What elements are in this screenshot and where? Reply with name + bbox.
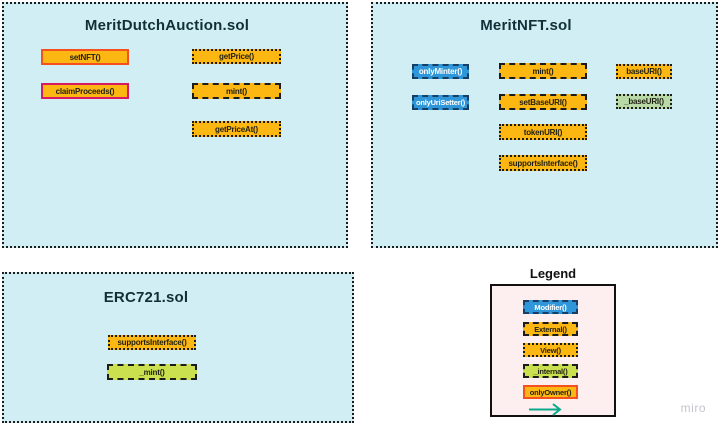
legend-item-internal[interactable]: _internal() <box>523 364 578 378</box>
function-box-getpriceat[interactable]: getPriceAt() <box>192 121 281 137</box>
function-box-internal-mint[interactable]: _mint() <box>107 364 197 380</box>
function-box-supportsinterface-erc721[interactable]: supportsInterface() <box>108 335 196 350</box>
panel-merit-dutch-auction <box>2 2 348 248</box>
function-box-tokenuri[interactable]: tokenURI() <box>499 124 587 140</box>
panel-title-merit-nft: MeritNFT.sol <box>480 17 572 34</box>
panel-title-erc721: ERC721.sol <box>103 289 189 306</box>
legend-title: Legend <box>529 266 577 281</box>
function-box-internal-baseuri[interactable]: _baseURI() <box>616 94 672 109</box>
legend-box: Modifier() External() View() _internal()… <box>490 284 616 417</box>
legend-item-onlyowner[interactable]: onlyOwner() <box>523 385 578 399</box>
function-box-getprice[interactable]: getPrice() <box>192 49 281 64</box>
function-box-onlyminter[interactable]: onlyMinter() <box>412 64 469 79</box>
function-box-onlyurisetter[interactable]: onlyUriSetter() <box>412 95 469 110</box>
miro-watermark: miro <box>680 401 706 415</box>
legend-item-view[interactable]: View() <box>523 343 578 357</box>
function-box-mint-nft[interactable]: mint() <box>499 63 587 79</box>
panel-title-merit-dutch-auction: MeritDutchAuction.sol <box>84 17 250 34</box>
function-box-setnft[interactable]: setNFT() <box>41 49 129 65</box>
right-arrow-icon <box>528 403 564 416</box>
function-box-setbaseuri[interactable]: setBaseURI() <box>499 94 587 110</box>
legend-item-external[interactable]: External() <box>523 322 578 336</box>
function-box-mint-auction[interactable]: mint() <box>192 83 281 99</box>
legend-item-modifier[interactable]: Modifier() <box>523 300 578 314</box>
function-box-supportsinterface-nft[interactable]: supportsInterface() <box>499 155 587 171</box>
function-box-claimproceeds[interactable]: claimProceeds() <box>41 83 129 99</box>
function-box-baseuri[interactable]: baseURI() <box>616 64 672 79</box>
